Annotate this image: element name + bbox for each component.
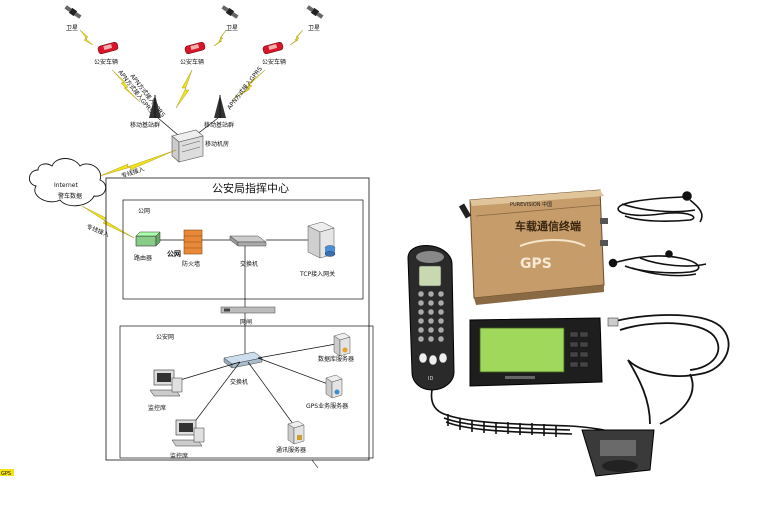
apn-label-right: APN方式接入GPRS (225, 65, 264, 111)
vehicle-label-1: 公安车辆 (94, 58, 118, 66)
microphone-cable-icon-2 (608, 250, 707, 277)
car-icon-3 (262, 41, 284, 55)
car-icon-2 (184, 41, 206, 55)
cable-connector (581, 429, 655, 477)
comm-server-label: 通讯服务器 (276, 446, 306, 454)
handset-device: ID (407, 245, 455, 391)
police-net-links (179, 343, 337, 429)
gps-server-icon (325, 374, 343, 399)
corner-tag-text: GPS (1, 471, 11, 477)
gprs-bolts (111, 69, 266, 109)
network-diagram: 卫星 卫星 卫星 公安车辆 公安车辆 (29, 5, 374, 469)
switch-icon-public (229, 235, 267, 247)
db-server-label: 数据库服务器 (318, 355, 354, 363)
db-server-icon (333, 332, 351, 357)
console-label-1: 监控席 (148, 404, 166, 412)
switch-icon-police (223, 351, 263, 369)
comm-server-icon (287, 420, 305, 445)
command-center-title: 公安局指挥中心 (212, 181, 289, 195)
gate-icon (220, 306, 276, 314)
corner-gps-tag: GPS (0, 469, 14, 477)
unit-logo-text: GPS (520, 256, 552, 272)
base-station-label-left: 移动基站群 (130, 121, 160, 129)
computer-icon-console-2 (171, 419, 205, 447)
satellite-label-3: 卫星 (308, 25, 320, 32)
microphone-cable-icon-1 (617, 191, 703, 223)
display-unit (469, 317, 603, 387)
gateway-label: TCP接入网关 (299, 270, 335, 278)
car-icon-1 (97, 41, 119, 55)
internet-label: Internet (54, 182, 78, 189)
antenna-icon-2 (214, 95, 226, 118)
firewall-public-tag: 公网 (167, 249, 181, 258)
server-icon-mobile-room (171, 129, 204, 163)
data-cable (607, 314, 730, 425)
satellite-bolts (79, 29, 304, 47)
firewall-icon (183, 229, 203, 255)
switch-label-public: 交换机 (240, 260, 258, 268)
satellite-label-2: 卫星 (226, 25, 238, 32)
police-data-label: 警车数据 (58, 192, 82, 200)
antenna-icon-1 (149, 95, 161, 118)
satellite-icon-3 (306, 5, 324, 19)
firewall-label: 防火墙 (182, 260, 200, 268)
satellite-icon-1 (64, 5, 82, 19)
public-net-label: 公网 (138, 208, 150, 215)
public-net-box (122, 199, 364, 300)
satellite-label-1: 卫星 (66, 25, 78, 32)
police-net-label: 公安网 (156, 333, 174, 341)
console-label-2: 监控席 (170, 452, 188, 460)
router-icon (135, 231, 161, 247)
switch-label-police: 交换机 (230, 378, 248, 386)
computer-icon-console-1 (149, 369, 183, 397)
gateway-server-icon (307, 221, 336, 259)
gps-unit: PUREVISION 中国 车载通信终端 GPS (458, 189, 608, 305)
gps-server-label: GPS业务服务器 (306, 402, 348, 410)
handset-brand-text: ID (428, 376, 433, 382)
vehicle-label-3: 公安车辆 (262, 58, 286, 66)
internet-cloud-icon (29, 158, 107, 207)
unit-brand-text: PUREVISION 中国 (510, 201, 552, 208)
command-center-box (105, 177, 370, 461)
police-net-box (119, 325, 374, 459)
vehicle-label-2: 公安车辆 (180, 58, 204, 66)
base-station-label-right: 移动基站群 (204, 121, 234, 129)
router-label: 路由器 (134, 254, 152, 262)
mobile-room-label: 移动机房 (205, 140, 229, 148)
gate-label: 网闸 (240, 318, 252, 326)
device-photo: PUREVISION 中国 车载通信终端 GPS (407, 189, 730, 477)
unit-title-text: 车载通信终端 (515, 219, 581, 233)
satellite-icon-2 (221, 5, 239, 19)
